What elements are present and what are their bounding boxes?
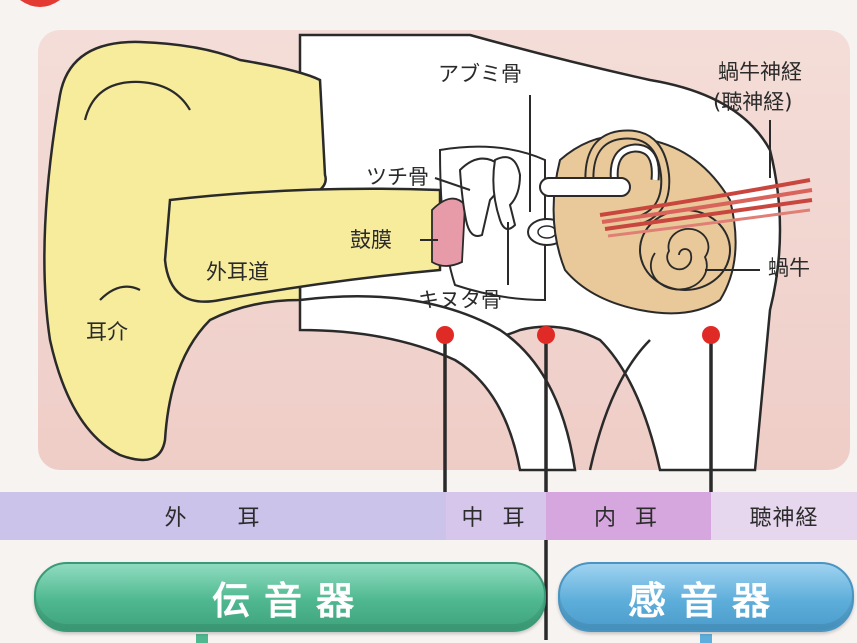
label-malleus: ツチ骨 <box>366 167 429 188</box>
marker-dot <box>702 326 720 344</box>
pill-conductive: 伝音器 <box>34 562 546 632</box>
label-cochlea: 蝸牛 <box>768 258 810 279</box>
label-stapes: アブミ骨 <box>438 64 522 85</box>
band-middle-ear: 中 耳 <box>446 492 546 540</box>
band-outer-ear-label: 外 耳 <box>165 500 282 532</box>
band-inner-ear-label: 内 耳 <box>594 500 663 532</box>
label-ear-canal: 外耳道 <box>206 262 269 283</box>
band-auditory-nerve: 聴神経 <box>711 492 857 540</box>
band-outer-ear: 外 耳 <box>0 492 446 540</box>
band-auditory-nerve-label: 聴神経 <box>749 500 818 532</box>
pill-conductive-label: 伝音器 <box>212 570 368 625</box>
pill-sensory: 感音器 <box>558 562 854 632</box>
label-cochlear-nerve: 蝸牛神経 <box>718 62 802 83</box>
marker-dot <box>436 326 454 344</box>
corner-tab <box>20 0 60 7</box>
pill-connector-right <box>700 634 712 643</box>
pill-connector-left <box>196 634 208 643</box>
label-incus: キヌタ骨 <box>418 290 502 311</box>
label-eardrum: 鼓膜 <box>350 230 392 251</box>
pill-sensory-label: 感音器 <box>628 570 784 625</box>
label-auricle: 耳介 <box>86 322 128 343</box>
marker-dot <box>537 326 555 344</box>
label-auditory-nerve: (聴神経) <box>713 92 792 113</box>
band-inner-ear: 内 耳 <box>546 492 711 540</box>
eardrum-shape <box>432 199 465 266</box>
band-middle-ear-label: 中 耳 <box>462 500 531 532</box>
